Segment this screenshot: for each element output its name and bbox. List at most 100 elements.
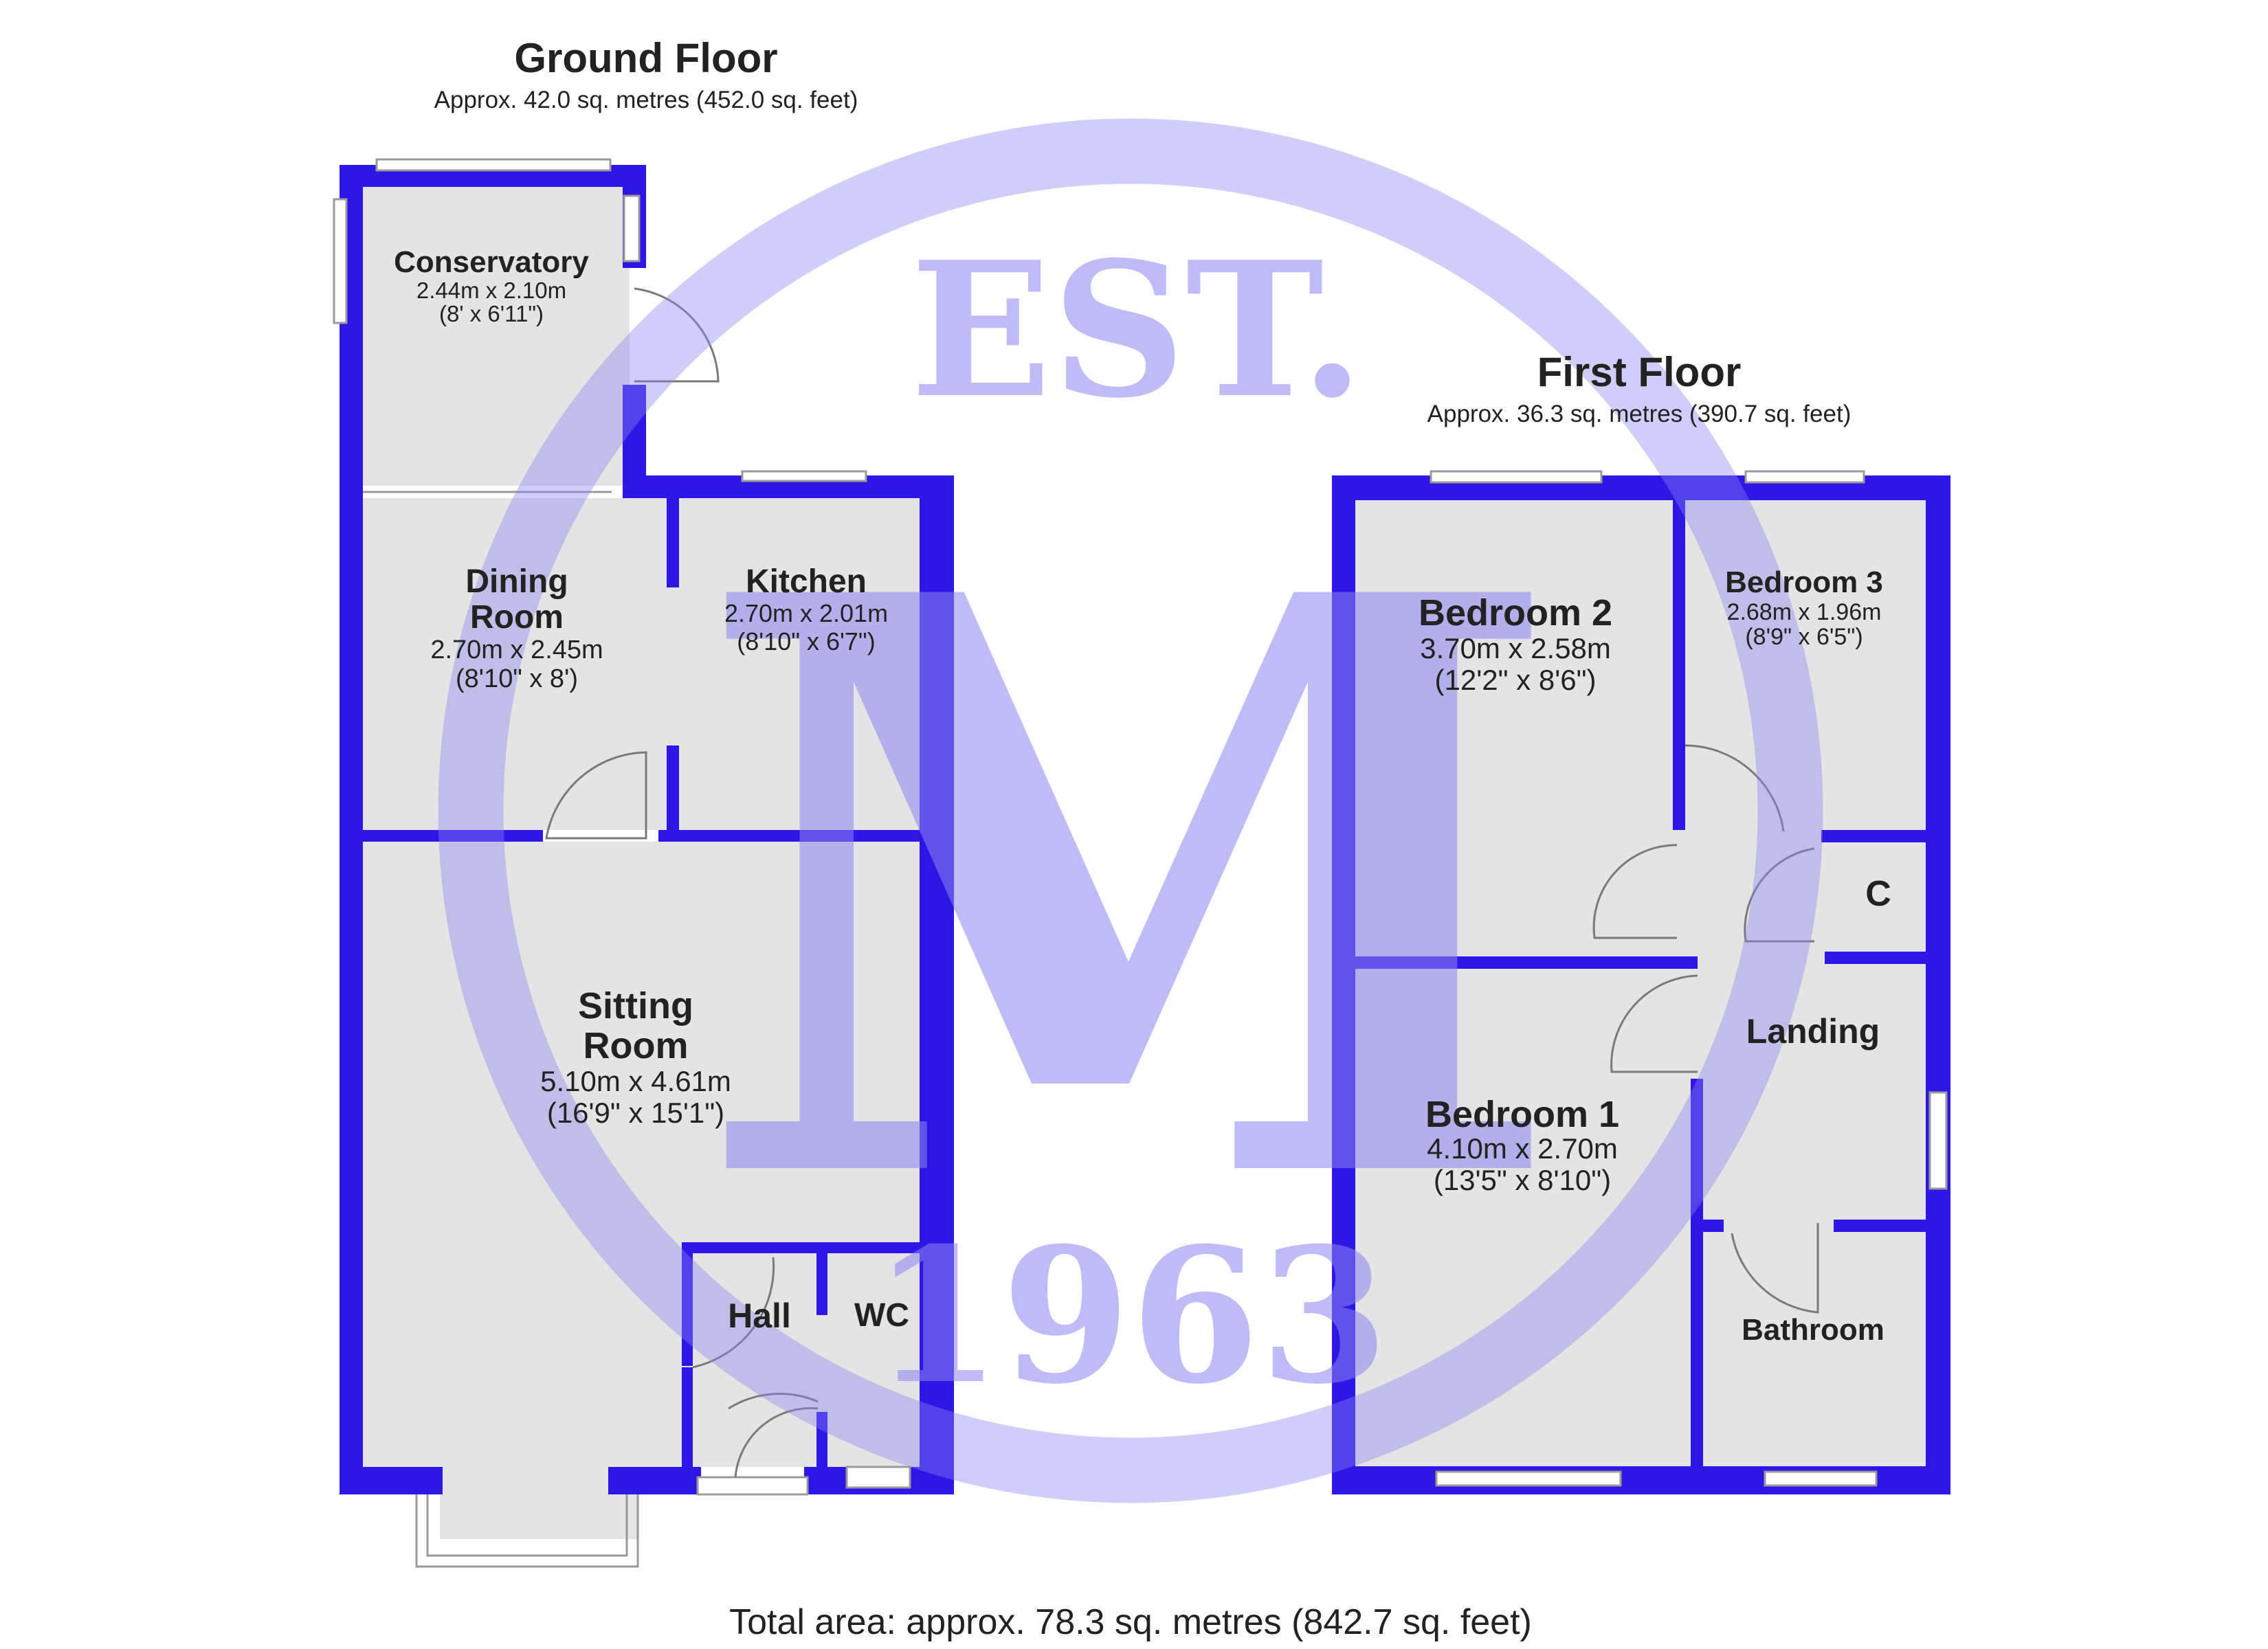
wall-dining-sitting-left xyxy=(363,830,543,842)
first-floor-area xyxy=(1355,500,1926,1466)
cupboard-door xyxy=(1744,847,1815,943)
first-floor-fills xyxy=(1355,500,1926,1466)
window-bedroom1 xyxy=(1435,1470,1622,1487)
first-floor-doors xyxy=(1592,744,1819,1314)
wall-bathroom-north-left xyxy=(1703,1220,1724,1232)
window-conservatory-west xyxy=(333,198,348,324)
wall-hall-west-lower xyxy=(682,1367,693,1494)
window-bedroom2 xyxy=(1430,470,1603,484)
wall-east xyxy=(920,475,954,1494)
bedroom2-door xyxy=(1592,844,1678,939)
ground-floor-labels: Ground Floor Approx. 42.0 sq. metres (45… xyxy=(394,35,909,1335)
bay-window-floor xyxy=(440,1467,639,1539)
wall-dining-kitchen-lower xyxy=(667,745,679,842)
watermark-year-text: 1963 xyxy=(872,1207,1388,1425)
bay-window-inner xyxy=(426,1494,628,1557)
first-floor-plan xyxy=(1332,470,1950,1494)
wall-south-left xyxy=(340,1467,443,1494)
front-door-threshold xyxy=(696,1476,809,1496)
wall-hall-west-upper xyxy=(682,1242,693,1366)
wall-dining-sitting-right xyxy=(658,830,920,842)
ground-floor-plan xyxy=(333,158,954,1568)
kitchen-dim-m: 2.70m x 2.01m xyxy=(724,599,888,627)
window-conservatory-north xyxy=(375,158,612,172)
bedroom2-name: Bedroom 2 xyxy=(1419,592,1612,633)
cupboard-name: C xyxy=(1865,874,1891,914)
sitting-name-line2: Room xyxy=(583,1025,689,1066)
window-conservatory-east xyxy=(623,194,641,262)
first-floor-area: Approx. 36.3 sq. metres (390.7 sq. feet) xyxy=(1427,401,1852,427)
total-area: Total area: approx. 78.3 sq. metres (842… xyxy=(729,1602,1532,1642)
conservatory-floor xyxy=(363,187,630,486)
ground-floor-title: Ground Floor xyxy=(514,35,777,81)
wall-bathroom-north xyxy=(1834,1220,1926,1232)
bathroom-name: Bathroom xyxy=(1742,1313,1885,1347)
hall-name: Hall xyxy=(728,1297,791,1335)
watermark: EST. 1963 M xyxy=(438,118,1823,1503)
ground-floor-walls xyxy=(340,165,954,1494)
first-floor-title: First Floor xyxy=(1537,349,1742,395)
conservatory-dim-ft: (8' x 6'11") xyxy=(439,301,544,326)
kitchen-name: Kitchen xyxy=(746,563,867,600)
first-floor-walls xyxy=(1332,475,1950,1494)
dining-name-line1: Dining xyxy=(465,563,568,600)
wall-south-mid xyxy=(608,1467,701,1494)
bedroom1-dim-ft: (13'5" x 8'10") xyxy=(1434,1164,1611,1196)
ground-floor-area: Approx. 42.0 sq. metres (452.0 sq. feet) xyxy=(434,87,858,113)
watermark-ring xyxy=(438,118,1823,1503)
sitting-dim-m: 5.10m x 4.61m xyxy=(540,1065,731,1097)
conservatory-dim-m: 2.44m x 2.10m xyxy=(416,278,566,303)
watermark-logo-letter: M xyxy=(693,427,1568,1355)
bedroom3-dim-ft: (8'9" x 6'5") xyxy=(1745,624,1863,650)
wall-bed2-bed3 xyxy=(1673,500,1685,830)
dining-dim-m: 2.70m x 2.45m xyxy=(430,636,603,664)
wall-bed1-east xyxy=(1691,1079,1703,1466)
wall-ff-east xyxy=(1926,475,1950,1494)
first-floor-labels: First Floor Approx. 36.3 sq. metres (390… xyxy=(1419,349,1891,1347)
wall-bed2-south xyxy=(1355,956,1698,969)
wc-door xyxy=(728,1393,819,1410)
first-floor-windows xyxy=(1430,470,1948,1487)
wall-west xyxy=(340,165,363,1494)
wall-wc-west-upper xyxy=(816,1253,827,1315)
dining-door xyxy=(545,751,647,840)
dining-dim-ft: (8'10" x 8') xyxy=(456,664,578,693)
wall-hall-north xyxy=(682,1242,920,1253)
ground-floor-windows xyxy=(333,158,911,1568)
bedroom3-name: Bedroom 3 xyxy=(1725,565,1883,599)
wall-dining-kitchen-upper xyxy=(667,498,679,587)
window-bedroom3 xyxy=(1744,470,1865,484)
window-landing xyxy=(1928,1091,1948,1190)
dining-name-line2: Room xyxy=(470,599,564,636)
wc-name: WC xyxy=(854,1297,909,1334)
window-bathroom xyxy=(1764,1470,1878,1487)
window-kitchen xyxy=(741,470,867,482)
sitting-room-floor xyxy=(363,842,920,1467)
bedroom2-dim-ft: (12'2" x 8'6") xyxy=(1435,664,1597,696)
bedroom1-name: Bedroom 1 xyxy=(1425,1094,1619,1135)
dining-kitchen-floor xyxy=(363,498,920,830)
sitting-dim-ft: (16'9" x 15'1") xyxy=(547,1097,724,1129)
kitchen-dim-ft: (8'10" x 6'7") xyxy=(737,627,875,655)
sitting-name-line1: Sitting xyxy=(578,985,693,1027)
ground-floor-fills xyxy=(363,187,920,1539)
front-door xyxy=(734,1407,819,1478)
wall-bed3-south xyxy=(1821,830,1926,842)
conservatory-name: Conservatory xyxy=(394,245,589,279)
conservatory-door xyxy=(634,287,720,383)
watermark-est-text: EST. xyxy=(911,221,1365,439)
bedroom2-dim-m: 3.70m x 2.58m xyxy=(1420,632,1611,664)
bedroom1-dim-m: 4.10m x 2.70m xyxy=(1427,1132,1618,1165)
window-wc xyxy=(845,1466,911,1489)
bay-window xyxy=(415,1494,639,1568)
hall-door xyxy=(692,1257,775,1369)
bedroom1-door xyxy=(1610,974,1698,1073)
bedroom3-door xyxy=(1685,744,1785,832)
wall-ff-west xyxy=(1332,475,1355,1494)
ground-floor-doors xyxy=(545,287,819,1478)
landing-name: Landing xyxy=(1746,1012,1880,1051)
bedroom3-dim-m: 2.68m x 1.96m xyxy=(1727,599,1882,625)
bathroom-door xyxy=(1731,1223,1819,1314)
wall-cupboard-south xyxy=(1825,952,1926,964)
